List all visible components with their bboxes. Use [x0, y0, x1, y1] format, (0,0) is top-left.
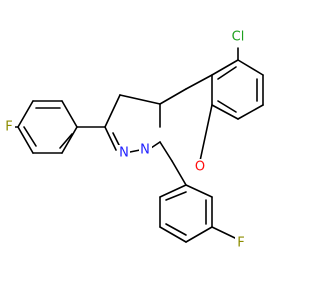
bond: [237, 104, 264, 120]
bond: [165, 191, 187, 201]
bond: [211, 104, 239, 120]
bond: [159, 141, 173, 162]
bond: [59, 133, 73, 149]
atom-n-imine: N: [117, 145, 130, 161]
bond: [129, 149, 141, 153]
atom-f-left: F: [3, 119, 15, 135]
bond: [17, 100, 34, 128]
atom-label-n-imine: N: [119, 146, 129, 161]
bonds: [11, 47, 264, 243]
bond: [185, 184, 213, 198]
bond: [185, 226, 213, 243]
atom-label-n-ring: N: [140, 143, 150, 158]
bond: [104, 94, 121, 128]
bond: [211, 59, 239, 76]
bond: [17, 126, 34, 154]
bond: [112, 132, 121, 148]
bond: [171, 160, 187, 186]
bond: [217, 66, 237, 80]
bond: [165, 223, 187, 236]
molecule-structure: Cl F F N N O: [3, 28, 264, 251]
atom-labels: Cl F F N N O: [3, 28, 248, 251]
bond: [23, 126, 37, 147]
atom-o: O: [193, 159, 207, 175]
atom-cl: Cl: [228, 28, 248, 46]
bond: [159, 226, 187, 243]
bond: [199, 104, 213, 162]
atom-label-cl: Cl: [232, 30, 245, 45]
atom-f-bottom: F: [235, 235, 247, 251]
bond: [185, 74, 213, 90]
atom-label-f-left: F: [5, 120, 12, 135]
bond: [104, 126, 117, 151]
bond: [119, 94, 161, 105]
atom-label-f-bottom: F: [237, 236, 244, 251]
atom-n-ring: N: [139, 142, 152, 158]
bond: [159, 88, 187, 105]
bond: [159, 184, 187, 198]
bond: [61, 100, 78, 128]
atom-label-o: O: [195, 160, 205, 175]
bond: [217, 100, 237, 113]
bond: [61, 126, 78, 154]
bond: [211, 226, 236, 239]
bond: [237, 59, 264, 76]
